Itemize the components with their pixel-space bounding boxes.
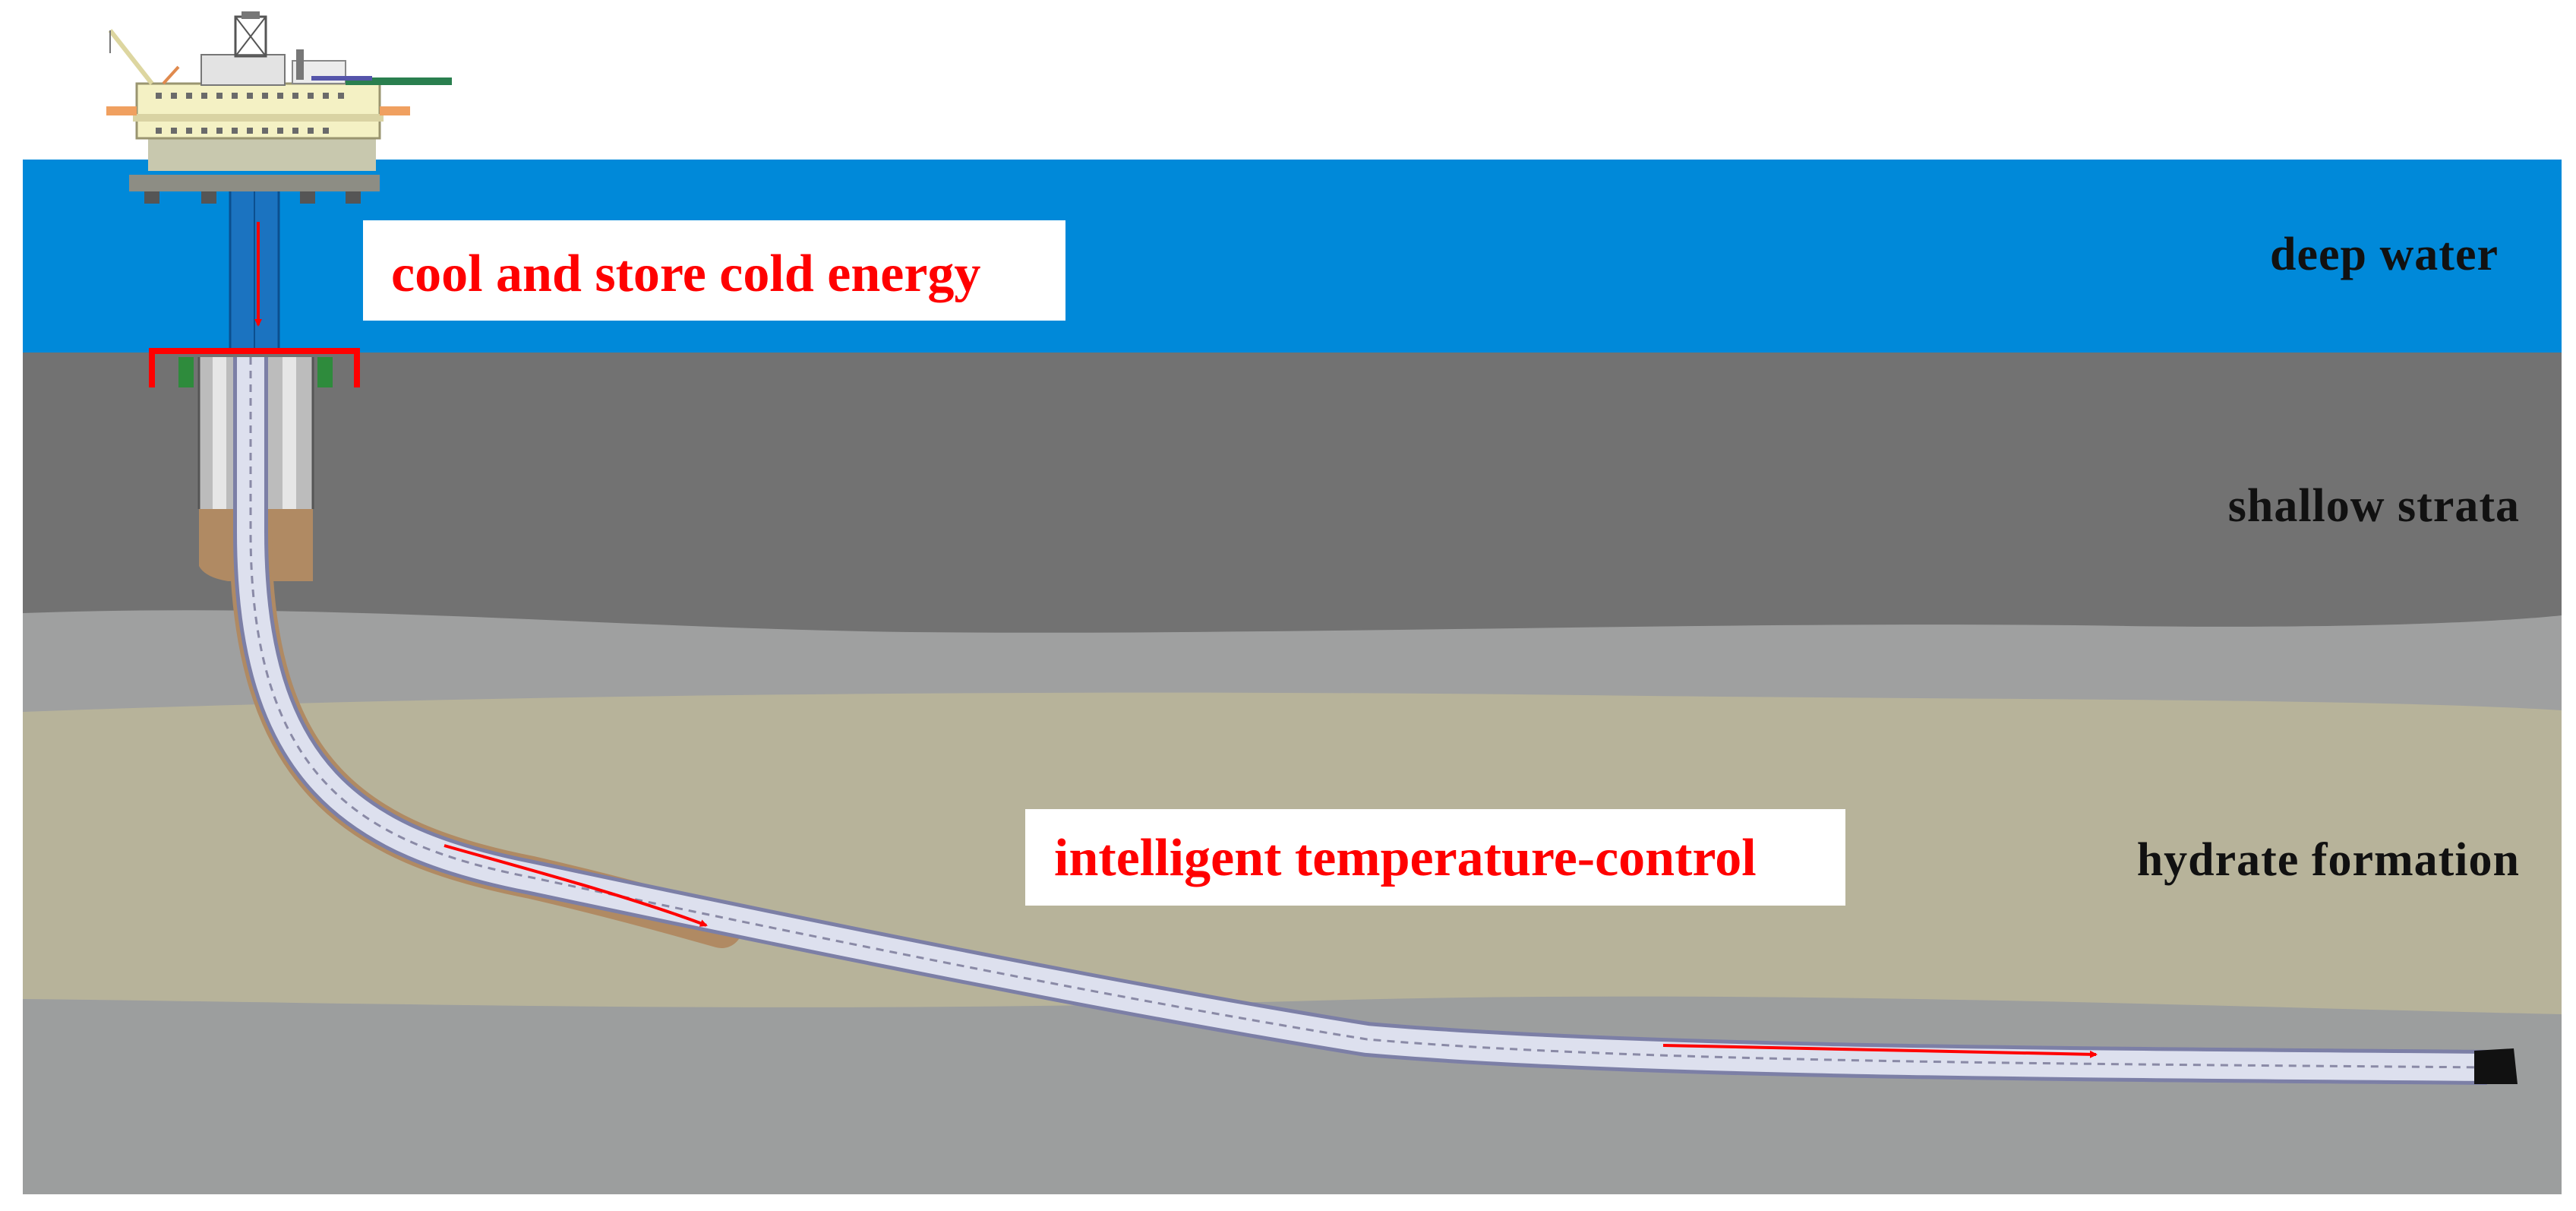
cooling-callout-text: cool and store cold energy	[391, 245, 980, 303]
shallow-strata-label: shallow strata	[2228, 480, 2520, 532]
riser	[229, 179, 280, 353]
hydrate-formation-label: hydrate formation	[2137, 834, 2520, 886]
drill-bit-icon	[2474, 1048, 2518, 1084]
wellhead	[149, 348, 360, 387]
shallow-strata-layer	[23, 351, 2562, 633]
temperature-control-callout-text: intelligent temperature-control	[1054, 829, 1757, 887]
red-flow-arrow	[1662, 1044, 2098, 1058]
wellbore-centerline	[249, 357, 2488, 1069]
deep-water-label: deep water	[2270, 229, 2499, 280]
cooling-callout: cool and store cold energy	[363, 220, 1065, 321]
transition-band-layer	[23, 609, 2562, 712]
offshore-drilling-platform-icon	[106, 11, 452, 204]
red-flow-arrow	[444, 844, 708, 927]
temperature-control-callout: intelligent temperature-control	[1025, 809, 1845, 906]
